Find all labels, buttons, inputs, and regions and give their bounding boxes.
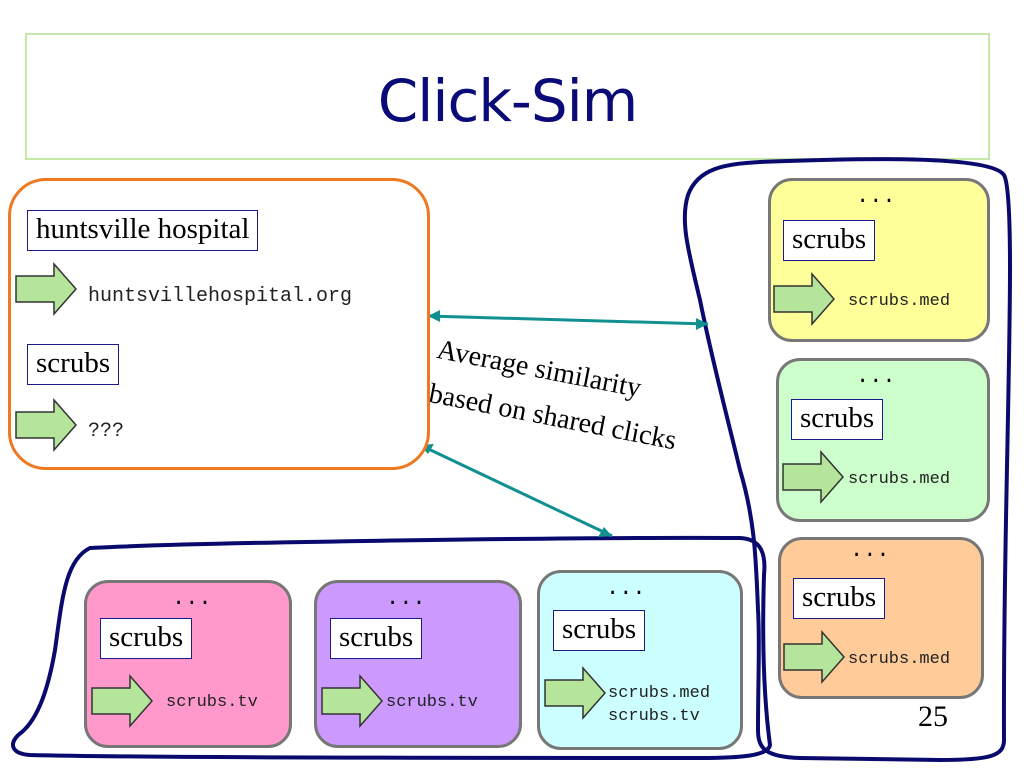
ellipsis: ... xyxy=(856,364,896,389)
ellipsis: ... xyxy=(172,586,212,611)
url-scrubs-med: scrubs.med xyxy=(608,684,711,703)
connector-bottom xyxy=(419,443,613,538)
query-box-scrubs: scrubs xyxy=(793,578,886,620)
url-huntsvillehospital: huntsvillehospital.org xyxy=(88,285,353,308)
related-query-card-purple xyxy=(314,580,522,748)
url-unknown: ??? xyxy=(88,420,125,443)
url-scrubs-tv: scrubs.tv xyxy=(386,693,478,712)
click-arrow-icon xyxy=(783,630,845,684)
query-box-scrubs: scrubs xyxy=(553,610,646,652)
url-scrubs-tv: scrubs.tv xyxy=(166,693,258,712)
click-arrow-icon xyxy=(15,262,77,316)
page-number: 25 xyxy=(918,700,948,733)
query-box-scrubs: scrubs xyxy=(100,618,193,660)
click-arrow-icon xyxy=(782,450,844,504)
connector-top xyxy=(427,310,709,330)
url-scrubs-med: scrubs.med xyxy=(848,470,951,489)
right-group-outline xyxy=(682,157,1012,763)
query-box-scrubs: scrubs xyxy=(791,399,884,441)
title-box: Click-Sim xyxy=(25,33,990,160)
url-scrubs-med: scrubs.med xyxy=(848,292,951,311)
click-arrow-icon xyxy=(773,272,835,326)
related-query-card-cyan xyxy=(537,570,743,750)
slide-title: Click-Sim xyxy=(377,66,639,135)
ellipsis: ... xyxy=(386,586,426,611)
query-box-huntsville-hospital: huntsville hospital xyxy=(27,210,259,252)
query-box-scrubs: scrubs xyxy=(330,618,423,660)
ellipsis: ... xyxy=(850,538,890,563)
bottom-group-outline xyxy=(11,535,773,761)
ellipsis: ... xyxy=(606,576,646,601)
query-box-scrubs: scrubs xyxy=(783,220,876,262)
url-scrubs-tv: scrubs.tv xyxy=(608,707,700,726)
ellipsis: ... xyxy=(856,184,896,209)
related-query-card-pink xyxy=(84,580,292,748)
click-arrow-icon xyxy=(91,674,153,728)
url-scrubs-med: scrubs.med xyxy=(848,650,951,669)
click-arrow-icon xyxy=(15,398,77,452)
click-arrow-icon xyxy=(544,666,606,720)
query-box-scrubs-source: scrubs xyxy=(27,344,120,386)
click-arrow-icon xyxy=(321,674,383,728)
